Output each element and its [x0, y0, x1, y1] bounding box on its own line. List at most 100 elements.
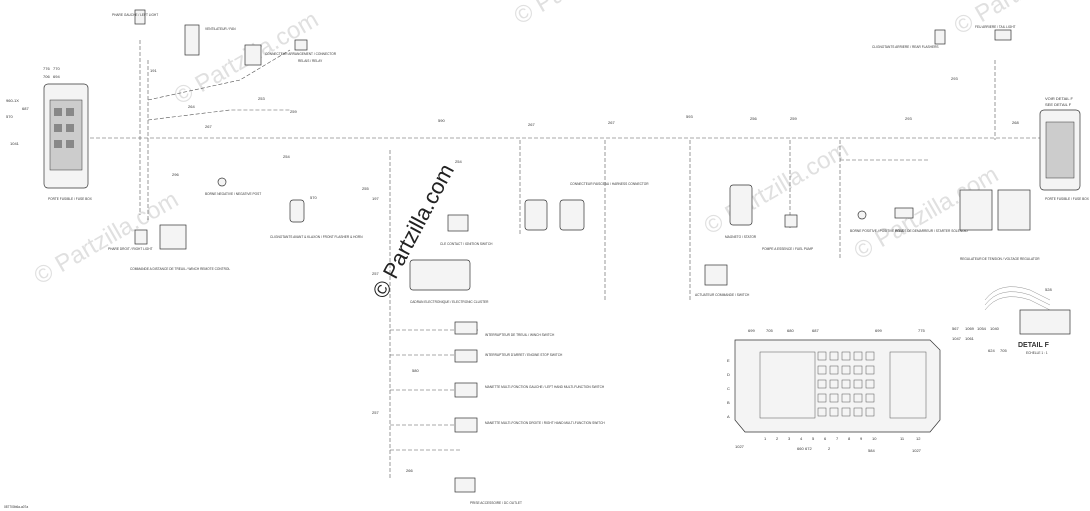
detail-callout: 1061	[965, 336, 975, 341]
feu-arriere: FEU ARRIERE / TAIL LIGHT	[975, 25, 1016, 41]
detail-subtitle: ECHELLE 1 : 1	[1026, 351, 1048, 355]
fuse-box-left: PORTE FUSIBLE / FUSE BOX	[43, 83, 93, 201]
treuil-label: COMMANDE A DISTANCE DE TREUIL / WINCH RE…	[130, 267, 230, 271]
manette-d-label: MANETTE MULTI-FONCTION DROITE / RIGHT HA…	[485, 421, 605, 425]
magneto-label: MAGNETO / STATOR	[725, 235, 757, 239]
ventilateur-label: VENTILATEUR / FAN	[205, 27, 236, 31]
int-arret-label: INTERRUPTEUR D'ARRET / ENGINE STOP SWITC…	[485, 353, 563, 357]
callout: 257	[372, 410, 379, 415]
callout: 255	[362, 186, 369, 191]
callout: 191	[150, 68, 157, 73]
phare-right: PHARE DROIT / RIGHT LIGHT	[108, 229, 153, 251]
callout: 590	[438, 118, 445, 123]
detail-callout: 1040	[990, 326, 1000, 331]
phare-gauche-label: PHARE GAUCHE / LEFT LIGHT	[112, 13, 158, 17]
callout: 253	[258, 96, 265, 101]
callout: 256	[750, 116, 757, 121]
detail-pin-grid	[817, 351, 875, 417]
fuse-box-right-label: PORTE FUSIBLE / FUSE BOX	[1045, 197, 1090, 201]
harness-branch	[147, 49, 291, 101]
detail-callout: 1027	[912, 448, 922, 453]
detail-callout: 2	[828, 446, 831, 451]
detail-f-connector	[734, 339, 941, 433]
callout: 257	[372, 271, 379, 276]
callout: 197	[372, 196, 379, 201]
callout: 267	[528, 122, 535, 127]
callout: 960-1X	[6, 98, 19, 103]
fuse-box-left-label: PORTE FUSIBLE / FUSE BOX	[48, 197, 93, 201]
detail-callout: 1069	[965, 326, 975, 331]
pompe-essence: POMPE A ESSENCE / FUEL PUMP	[762, 214, 813, 251]
detail-callout: 624	[988, 348, 995, 353]
callout: 268	[1012, 120, 1019, 125]
borne-neg-label: BORNE NEGATIVE / NEGATIVE POST	[205, 192, 261, 196]
detail-col-number: 8	[848, 436, 851, 441]
callout: 296	[172, 172, 179, 177]
detail-callout: 1027	[735, 444, 745, 449]
relais-demarreur: RELAIS DE DEMARREUR / STARTER SOLENOID	[894, 207, 968, 233]
callout: 267	[205, 124, 212, 129]
regulateur: REGULATEUR DE TENSION / VOLTAGE REGULATO…	[959, 189, 1040, 261]
prise-label: PRISE ACCESSOIRE / DC OUTLET	[470, 501, 522, 505]
callout: 694	[53, 74, 60, 79]
connecteur-label: CONNECTEUR ARRANGEMENT / CONNECTOR	[265, 52, 337, 56]
borne-positive: BORNE POSITIVE / POSITIVE POST	[850, 210, 904, 233]
detail-harness	[984, 286, 1071, 335]
callout: 776	[43, 66, 50, 71]
watermark: © Partzilla.com	[950, 0, 1090, 40]
callout: 706	[43, 74, 50, 79]
harness-connector-center: CONNECTEUR FAISCEAU / HARNESS CONNECTOR	[524, 182, 649, 231]
clignotants-avant: CLIGNOTANTS AVANT & KLAXON / FRONT FLASH…	[270, 199, 363, 239]
borne-negative: BORNE NEGATIVE / NEGATIVE POST	[205, 177, 261, 196]
detail-row-letter: E	[727, 358, 730, 363]
callout: 267	[608, 120, 615, 125]
footer-code: 087700b6a-a07a	[4, 505, 28, 509]
watermark: © Partzilla.com	[510, 0, 664, 30]
prise-accessoire: PRISE ACCESSOIRE / DC OUTLET	[454, 477, 522, 505]
relais-dem-label: RELAIS DE DEMARREUR / STARTER SOLENOID	[895, 229, 968, 233]
winch-control: COMMANDE A DISTANCE DE TREUIL / WINCH RE…	[130, 224, 230, 271]
callout: 266	[406, 468, 413, 473]
manette-droite: MANETTE MULTI-FONCTION DROITE / RIGHT HA…	[454, 417, 605, 433]
callout: 570	[6, 114, 13, 119]
see-detail-label: VOIR DETAIL F	[1045, 96, 1074, 101]
borne-pos-label: BORNE POSITIVE / POSITIVE POST	[850, 229, 904, 233]
callout: 259	[290, 109, 297, 114]
detail-col-number: 4	[800, 436, 803, 441]
callout: 264	[188, 104, 195, 109]
callout: 254	[283, 154, 290, 159]
detail-col-number: 2	[776, 436, 779, 441]
detail-col-number: 9	[860, 436, 863, 441]
fuse-box-right: PORTE FUSIBLE / FUSE BOX VOIR DETAIL F S…	[1039, 96, 1090, 201]
callout: 580	[412, 368, 419, 373]
connector-part: CONNECTEUR ARRANGEMENT / CONNECTOR	[244, 44, 337, 66]
connector-part: VENTILATEUR / FAN	[184, 24, 236, 56]
detail-col-number: 1	[764, 436, 767, 441]
cle-label: CLE CONTACT / IGNITION SWITCH	[440, 242, 493, 246]
detail-callout: 584	[868, 448, 875, 453]
phare-left: PHARE GAUCHE / LEFT LIGHT	[112, 9, 158, 25]
callout: 770	[53, 66, 60, 71]
callout: 1041	[10, 141, 20, 146]
callout: 528	[1045, 287, 1052, 292]
callout: 570	[310, 195, 317, 200]
callout: 259	[790, 116, 797, 121]
clign-arr-label: CLIGNOTANTS ARRIERE / REAR FLASHERS	[872, 45, 939, 49]
detail-row-letter: D	[727, 372, 730, 377]
feu-arr-label: FEU ARRIERE / TAIL LIGHT	[975, 25, 1016, 29]
see-detail-label-en: SEE DETAIL F	[1045, 102, 1072, 107]
harness-branch	[147, 109, 290, 121]
callout: 293	[951, 76, 958, 81]
regulateur-label: REGULATEUR DE TENSION / VOLTAGE REGULATO…	[960, 257, 1040, 261]
phare-droit-label: PHARE DROIT / RIGHT LIGHT	[108, 247, 153, 251]
callout: 254	[455, 159, 462, 164]
magneto: MAGNETO / STATOR	[725, 184, 757, 239]
interrupteur-treuil: INTERRUPTEUR DE TREUIL / WINCH SWITCH	[454, 321, 555, 337]
cle-contact: CLE CONTACT / IGNITION SWITCH	[440, 214, 493, 246]
detail-col-number: 6	[824, 436, 827, 441]
int-treuil-label: INTERRUPTEUR DE TREUIL / WINCH SWITCH	[485, 333, 555, 337]
watermark: © Partzilla.com	[700, 136, 854, 240]
relais-label: RELAIS / RELAY	[298, 59, 323, 63]
faisceau-label: CONNECTEUR FAISCEAU / HARNESS CONNECTOR	[570, 182, 649, 186]
